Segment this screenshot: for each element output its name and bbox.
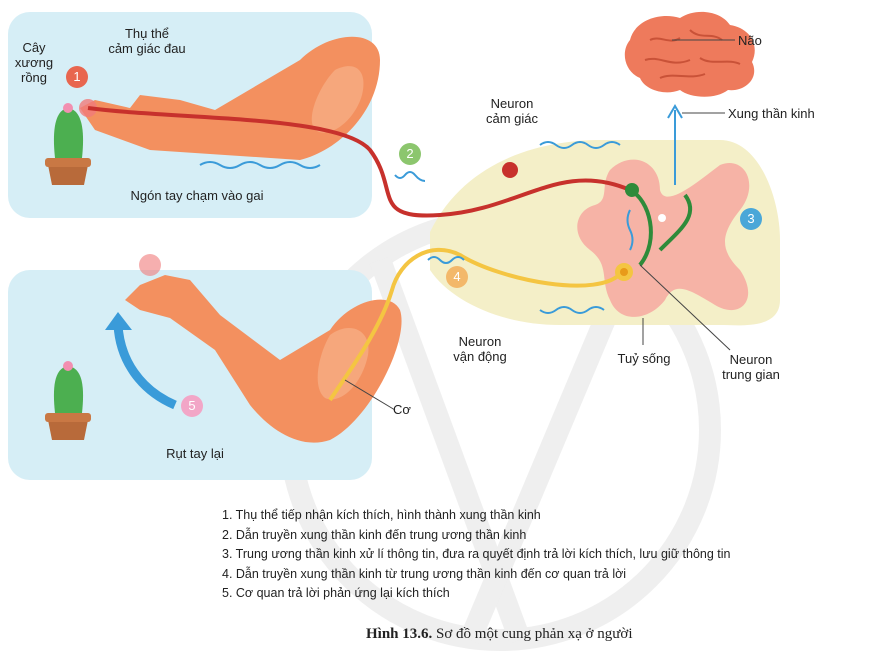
brain-icon [624,11,755,97]
step-item-5: 5. Cơ quan trả lời phản ứng lại kích thí… [222,586,450,600]
label-pain-receptor: Thụ thể cảm giác đau [108,26,186,56]
step-badge-3: 3 [740,208,762,230]
spinal-cord-section [430,140,780,326]
step-item-1: 1. Thụ thể tiếp nhận kích thích, hình th… [222,508,541,522]
impulse-arrows [199,104,683,314]
label-motor-neuron: Neuron vận động [453,334,507,364]
label-interneuron: Neuron trung gian [722,352,780,382]
leader-lines [344,39,735,411]
interneuron-path [625,183,693,267]
label-brain: Não [738,33,762,48]
step-item-2: 2. Dẫn truyền xung thần kinh đến trung ư… [222,527,527,542]
motor-neuron-path [328,248,633,402]
sensory-neuron-path [87,106,631,218]
step-list: 1. Thụ thể tiếp nhận kích thích, hình th… [222,506,731,604]
label-muscle: Cơ [393,402,411,417]
step-badge-2: 2 [399,143,421,165]
bottom-arm [125,275,402,443]
figure-title: Sơ đồ một cung phản xạ ở người [436,626,633,642]
bottom-cactus-icon [45,361,91,440]
sensory-cell-body [502,162,518,178]
withdraw-arrow-icon [113,324,177,410]
label-cactus: Cây xương rồng [14,40,54,85]
step-badge-4: 4 [446,266,468,288]
step-item-4: 4. Dẫn truyền xung thần kinh từ trung ươ… [222,566,627,581]
label-withdraw-hand: Rụt tay lại [166,446,224,461]
figure-caption: Hình 13.6. Sơ đồ một cung phản xạ ở ngườ… [366,626,633,643]
figure-number: Hình 13.6. [366,626,433,642]
label-touch-thorn: Ngón tay chạm vào gai [130,188,264,203]
top-cactus-icon [45,103,91,185]
pain-point-bottom [139,254,161,276]
step-badge-5: 5 [181,395,203,417]
step-badge-1: 1 [66,66,88,88]
label-sensory-neuron: Neuron cảm giác [485,96,539,126]
label-spinal-cord: Tuỷ sống [617,351,671,366]
step-item-3: 3. Trung ương thần kinh xử lí thông tin,… [222,547,731,561]
top-arm [80,36,380,160]
label-nerve-impulse: Xung thần kinh [728,106,815,121]
